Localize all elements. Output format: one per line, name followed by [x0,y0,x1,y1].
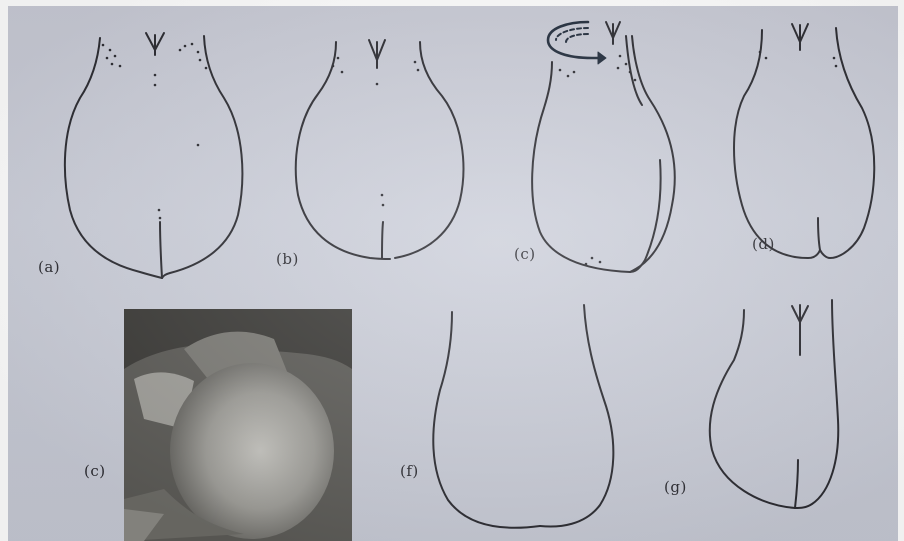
dots-b [332,57,420,207]
rotation-arrow-c [548,22,606,64]
dots-d [759,51,838,68]
diagram-d [734,24,874,258]
label-d: (d) [752,235,775,253]
label-f: (f) [400,462,419,480]
label-c-bottom: (c) [84,462,106,480]
label-c-top: (c) [514,245,536,263]
label-a: (a) [38,258,60,276]
dots-c-top [559,55,637,266]
label-b: (b) [276,250,299,268]
label-g: (g) [664,478,687,496]
diagram-g [710,300,838,508]
dots-a [102,43,208,220]
diagram-b [296,40,464,259]
specimen-photo [124,309,352,541]
diagram-a [65,33,243,278]
photo-shapes [124,309,352,541]
diagram-f [433,305,613,528]
